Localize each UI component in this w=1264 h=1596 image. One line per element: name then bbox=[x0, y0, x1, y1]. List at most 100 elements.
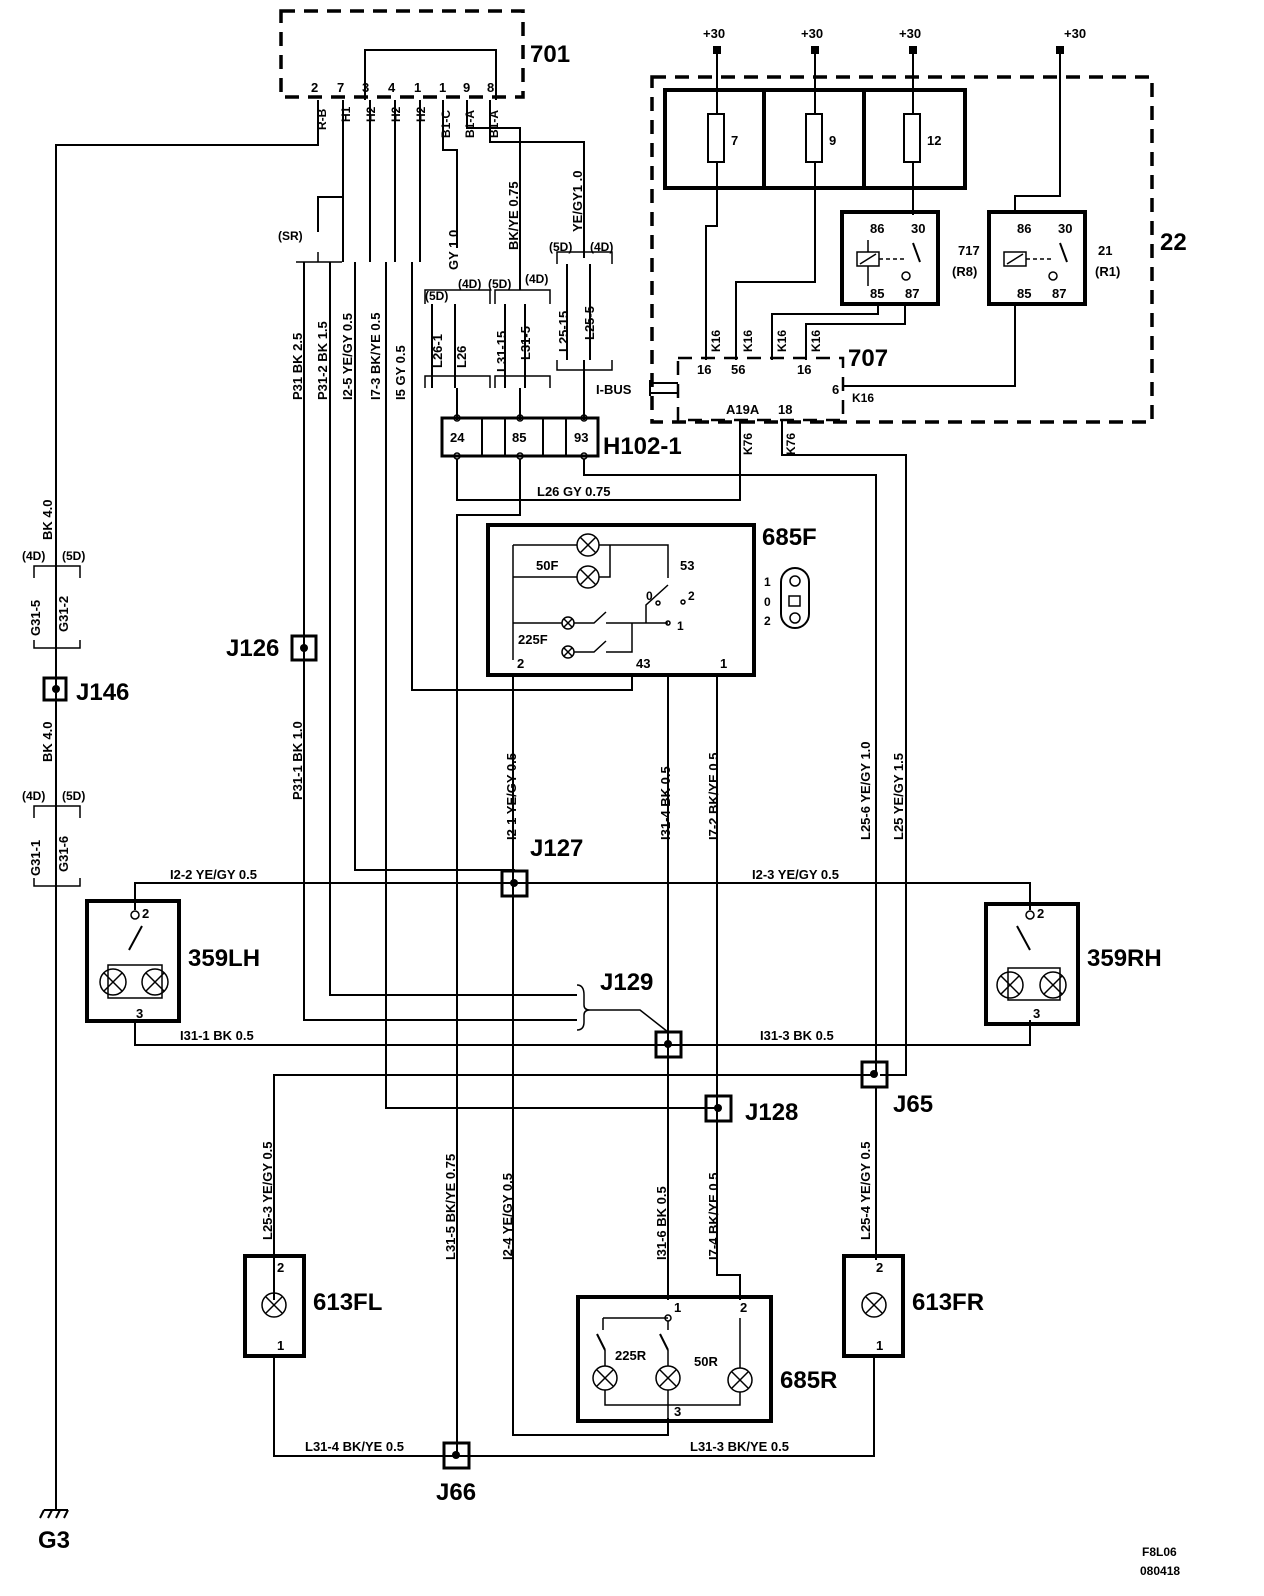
svg-text:I2-1 YE/GY 0.5: I2-1 YE/GY 0.5 bbox=[504, 753, 519, 840]
svg-text:50F: 50F bbox=[536, 558, 558, 573]
svg-text:YE/GY1 .0: YE/GY1 .0 bbox=[570, 171, 585, 232]
svg-text:K76: K76 bbox=[784, 433, 798, 455]
svg-text:P31-2 BK 1.5: P31-2 BK 1.5 bbox=[315, 321, 330, 400]
svg-text:J128: J128 bbox=[745, 1099, 798, 1126]
svg-text:225R: 225R bbox=[615, 1348, 647, 1363]
pin-701-2: 2 bbox=[311, 80, 318, 95]
svg-text:2: 2 bbox=[688, 589, 695, 603]
svg-text:L25-6 YE/GY 1.0: L25-6 YE/GY 1.0 bbox=[858, 741, 873, 840]
svg-text:9: 9 bbox=[829, 133, 836, 148]
svg-text:359RH: 359RH bbox=[1087, 945, 1162, 972]
component-707: 707 16 56 16 6 A19A 18 K16 K16 K16 K16 K… bbox=[596, 330, 888, 455]
svg-text:H1: H1 bbox=[339, 106, 353, 122]
svg-text:J65: J65 bbox=[893, 1091, 933, 1118]
fuse-12: 12 bbox=[903, 113, 941, 163]
svg-text:(5D): (5D) bbox=[425, 289, 448, 303]
svg-text:I31-6 BK 0.5: I31-6 BK 0.5 bbox=[654, 1186, 669, 1260]
svg-text:16: 16 bbox=[697, 362, 711, 377]
junction-j146: J146 bbox=[76, 679, 129, 706]
svg-text:3: 3 bbox=[674, 1404, 681, 1419]
svg-text:+30: +30 bbox=[1064, 26, 1086, 41]
svg-text:1: 1 bbox=[277, 1338, 284, 1353]
svg-text:K16: K16 bbox=[741, 330, 755, 352]
svg-text:L26: L26 bbox=[454, 346, 469, 368]
junction-j126: J126 bbox=[226, 634, 318, 662]
svg-text:I2-4 YE/GY 0.5: I2-4 YE/GY 0.5 bbox=[500, 1173, 515, 1260]
svg-text:53: 53 bbox=[680, 558, 694, 573]
svg-text:L25-15: L25-15 bbox=[556, 311, 571, 352]
svg-text:F8L06: F8L06 bbox=[1142, 1545, 1177, 1559]
svg-text:2: 2 bbox=[142, 906, 149, 921]
svg-text:717: 717 bbox=[958, 243, 980, 258]
svg-text:30: 30 bbox=[911, 221, 925, 236]
svg-text:2: 2 bbox=[764, 614, 771, 628]
svg-text:I2-3 YE/GY 0.5: I2-3 YE/GY 0.5 bbox=[752, 867, 839, 882]
svg-text:85: 85 bbox=[1017, 286, 1031, 301]
svg-text:0: 0 bbox=[764, 595, 771, 609]
component-359rh: 2 3 359RH bbox=[984, 902, 1162, 1026]
svg-text:86: 86 bbox=[870, 221, 884, 236]
svg-text:K16: K16 bbox=[775, 330, 789, 352]
wire-i2 bbox=[512, 675, 669, 1436]
wire-i2-5 bbox=[354, 262, 515, 871]
svg-text:BK/YE 0.75: BK/YE 0.75 bbox=[506, 181, 521, 250]
svg-text:L25-4 YE/GY 0.5: L25-4 YE/GY 0.5 bbox=[858, 1141, 873, 1240]
svg-text:(4D): (4D) bbox=[590, 240, 613, 254]
pin-701-4: 4 bbox=[388, 80, 396, 95]
svg-text:86: 86 bbox=[1017, 221, 1031, 236]
svg-text:1: 1 bbox=[674, 1300, 681, 1315]
wire-i31-bus bbox=[134, 1020, 1031, 1046]
svg-text:(5D): (5D) bbox=[549, 240, 572, 254]
svg-text:87: 87 bbox=[905, 286, 919, 301]
svg-text:L31-3 BK/YE 0.5: L31-3 BK/YE 0.5 bbox=[690, 1439, 789, 1454]
svg-text:BK 4.0: BK 4.0 bbox=[40, 722, 55, 762]
svg-text:18: 18 bbox=[778, 402, 792, 417]
pin-701-8: 8 bbox=[487, 80, 494, 95]
wire-labels-mid: BK 4.0 BK 4.0 P31-1 BK 1.0 I2-1 YE/GY 0.… bbox=[40, 500, 906, 840]
svg-text:J126: J126 bbox=[226, 635, 279, 662]
wire-p31 bbox=[303, 262, 577, 1021]
svg-text:(4D): (4D) bbox=[22, 789, 45, 803]
svg-text:B1-C: B1-C bbox=[439, 110, 453, 138]
junction-j66: J66 bbox=[436, 1441, 476, 1506]
svg-text:P31 BK 2.5: P31 BK 2.5 bbox=[290, 333, 305, 400]
component-701: 701 2 7 3 4 1 1 9 8 R-B H1 H2 H2 H2 B1-C… bbox=[279, 9, 570, 138]
svg-text:GY 1.0: GY 1.0 bbox=[446, 230, 461, 270]
component-613fl: 2 1 613FL bbox=[243, 1254, 382, 1358]
svg-text:(R8): (R8) bbox=[952, 264, 977, 279]
svg-text:0: 0 bbox=[646, 589, 653, 603]
document-code: F8L06 080418 bbox=[1140, 1545, 1180, 1578]
svg-text:L31-4 BK/YE 0.5: L31-4 BK/YE 0.5 bbox=[305, 1439, 404, 1454]
svg-text:56: 56 bbox=[731, 362, 745, 377]
svg-text:G31-6: G31-6 bbox=[56, 836, 71, 872]
svg-text:+30: +30 bbox=[801, 26, 823, 41]
svg-text:P31-1 BK 1.0: P31-1 BK 1.0 bbox=[290, 721, 305, 800]
wire-labels-low: L25-3 YE/GY 0.5 L31-5 BK/YE 0.75 I2-4 YE… bbox=[260, 1141, 873, 1260]
svg-text:L25 YE/GY 1.5: L25 YE/GY 1.5 bbox=[891, 753, 906, 840]
svg-text:7: 7 bbox=[731, 133, 738, 148]
svg-text:BK 4.0: BK 4.0 bbox=[40, 500, 55, 540]
svg-text:359LH: 359LH bbox=[188, 945, 260, 972]
svg-text:(5D): (5D) bbox=[62, 549, 85, 563]
junction-j128: J128 bbox=[704, 1094, 798, 1126]
svg-text:J127: J127 bbox=[530, 835, 583, 862]
svg-text:85: 85 bbox=[512, 430, 526, 445]
svg-text:16: 16 bbox=[797, 362, 811, 377]
wire-i7-3 bbox=[385, 262, 718, 1109]
pin-701-1b: 1 bbox=[439, 80, 446, 95]
relay-717: 86 30 85 87 717 (R8) bbox=[840, 210, 980, 306]
svg-text:I7-4 BK/YE 0.5: I7-4 BK/YE 0.5 bbox=[706, 1173, 721, 1260]
svg-text:+30: +30 bbox=[703, 26, 725, 41]
svg-text:L26-1: L26-1 bbox=[430, 334, 445, 368]
svg-text:30: 30 bbox=[1058, 221, 1072, 236]
svg-text:613FL: 613FL bbox=[313, 1289, 382, 1316]
svg-text:I2-2 YE/GY 0.5: I2-2 YE/GY 0.5 bbox=[170, 867, 257, 882]
label-701: 701 bbox=[530, 41, 570, 68]
connector-h102-1: 24 85 93 H102-1 bbox=[440, 414, 682, 460]
svg-text:1: 1 bbox=[876, 1338, 883, 1353]
pin-701-7: 7 bbox=[337, 80, 344, 95]
svg-text:2: 2 bbox=[1037, 906, 1044, 921]
svg-text:50R: 50R bbox=[694, 1354, 718, 1369]
svg-text:I31-4 BK 0.5: I31-4 BK 0.5 bbox=[658, 766, 673, 840]
